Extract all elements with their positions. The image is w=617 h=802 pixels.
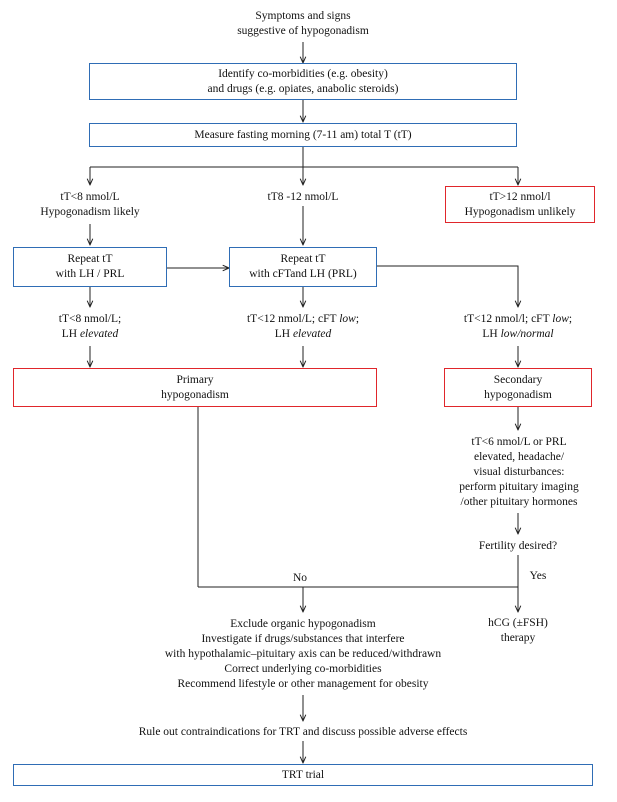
exclude-line-1: Exclude organic hypogonadism — [230, 617, 376, 630]
start-line-1: Symptoms and signs — [255, 10, 351, 22]
secondary-line-2: hypogonadism — [484, 388, 552, 401]
result-secondary-sep: ; — [568, 313, 573, 325]
exclude-line-5: Recommend lifestyle or other management … — [177, 677, 429, 690]
result-primary-line-2: LH elevated — [62, 327, 119, 342]
yes-label-text: Yes — [529, 569, 547, 582]
result-primary-line-1: tT<8 nmol/L; — [58, 313, 122, 325]
branch-high-line-2: Hypogonadism unlikely — [464, 205, 576, 218]
result-secondary-lh-status: low/normal — [500, 328, 554, 340]
measure-total-t-box: Measure fasting morning (7-11 am) total … — [89, 123, 517, 147]
branch-low-line-1: tT<8 nmol/L — [60, 191, 120, 203]
hcg-line-2: therapy — [500, 632, 536, 644]
pituitary-line-5: /other pituitary hormones — [460, 495, 578, 508]
exclude-line-2: Investigate if drugs/substances that int… — [201, 632, 405, 645]
rule-out-label: Rule out contraindications for TRT and d… — [138, 725, 468, 738]
result-secondary-tt: tT<12 nmol/l; cFT — [463, 313, 553, 325]
start-line-2: suggestive of hypogonadism — [237, 25, 369, 37]
result-mid-line-2: LH elevated — [275, 327, 332, 342]
start-symptoms: Symptoms and signs suggestive of hypogon… — [203, 8, 403, 40]
secondary-hypogonadism-box: Secondary hypogonadism — [444, 368, 592, 407]
rule-out-text: Rule out contraindications for TRT and d… — [58, 723, 548, 741]
repeat-lh-prl-box: Repeat tT with LH / PRL — [13, 247, 167, 287]
result-mid-line-1: tT<12 nmol/L; cFT low; — [247, 312, 359, 327]
exclude-line-4: Correct underlying co-morbidities — [224, 662, 382, 675]
hcg-line-1: hCG (±FSH) — [488, 617, 548, 629]
result-secondary-line-1: tT<12 nmol/l; cFT low; — [464, 312, 572, 327]
repeat-lh-line-2: with LH / PRL — [55, 268, 125, 280]
result-secondary-line-2: LH low/normal — [482, 327, 553, 342]
branch-mid-text: tT8 -12 nmol/L — [233, 188, 373, 206]
branch-mid-label: tT8 -12 nmol/L — [267, 190, 339, 203]
result-primary-lh-status: elevated — [79, 328, 119, 340]
primary-line-2: hypogonadism — [161, 388, 229, 401]
result-mid-lh: LH — [274, 328, 293, 340]
result-mid-tt: tT<12 nmol/L; cFT — [246, 313, 340, 325]
result-mid-sep: ; — [355, 313, 360, 325]
exclude-line-3: with hypothalamic–pituitary axis can be … — [164, 647, 442, 660]
result-mid-cft-status: low — [339, 313, 356, 325]
repeat-cft-line-1: Repeat tT — [280, 253, 326, 265]
repeat-lh-line-1: Repeat tT — [67, 253, 113, 265]
identify-line-1: Identify co-morbidities (e.g. obesity) — [218, 67, 388, 80]
measure-label: Measure fasting morning (7-11 am) total … — [194, 128, 412, 141]
pituitary-line-4: perform pituitary imaging — [459, 480, 579, 493]
pituitary-line-2: elevated, headache/ — [473, 450, 565, 463]
result-primary-text: tT<8 nmol/L; LH elevated — [20, 310, 160, 344]
hcg-therapy-text: hCG (±FSH) therapy — [458, 614, 578, 648]
pituitary-imaging-text: tT<6 nmol/L or PRL elevated, headache/ v… — [435, 432, 603, 512]
no-label: No — [280, 570, 320, 586]
yes-label: Yes — [518, 568, 558, 584]
trt-label: TRT trial — [281, 768, 325, 781]
identify-comorbidities-box: Identify co-morbidities (e.g. obesity) a… — [89, 63, 517, 100]
identify-line-2: and drugs (e.g. opiates, anabolic steroi… — [207, 82, 399, 95]
trt-trial-box: TRT trial — [13, 764, 593, 786]
result-secondary-cft-status: low — [552, 313, 569, 325]
pituitary-line-1: tT<6 nmol/L or PRL — [471, 435, 567, 448]
arrow-repeat-cft-to-secondary — [377, 265, 518, 307]
pituitary-line-3: visual disturbances: — [473, 465, 565, 478]
branch-high-box: tT>12 nmol/l Hypogonadism unlikely — [445, 186, 595, 223]
branch-high-line-1: tT>12 nmol/l — [489, 190, 551, 203]
result-secondary-lh: LH — [482, 328, 501, 340]
result-primary-lh: LH — [61, 328, 80, 340]
primary-hypogonadism-box: Primary hypogonadism — [13, 368, 377, 407]
repeat-cft-line-2: with cFTand LH (PRL) — [249, 268, 357, 280]
branch-low-line-2: Hypogonadism likely — [40, 206, 140, 218]
primary-line-1: Primary — [176, 373, 214, 386]
result-secondary-text: tT<12 nmol/l; cFT low; LH low/normal — [430, 310, 606, 344]
result-mid-lh-status: elevated — [292, 328, 332, 340]
secondary-line-1: Secondary — [493, 373, 543, 386]
no-label-text: No — [292, 571, 308, 584]
fertility-label: Fertility desired? — [478, 539, 558, 552]
result-mid-text: tT<12 nmol/L; cFT low; LH elevated — [213, 310, 393, 344]
repeat-cft-lh-box: Repeat tT with cFTand LH (PRL) — [229, 247, 377, 287]
exclude-organic-text: Exclude organic hypogonadism Investigate… — [118, 614, 488, 694]
fertility-question: Fertility desired? — [448, 537, 588, 555]
branch-low-text: tT<8 nmol/L Hypogonadism likely — [20, 188, 160, 222]
